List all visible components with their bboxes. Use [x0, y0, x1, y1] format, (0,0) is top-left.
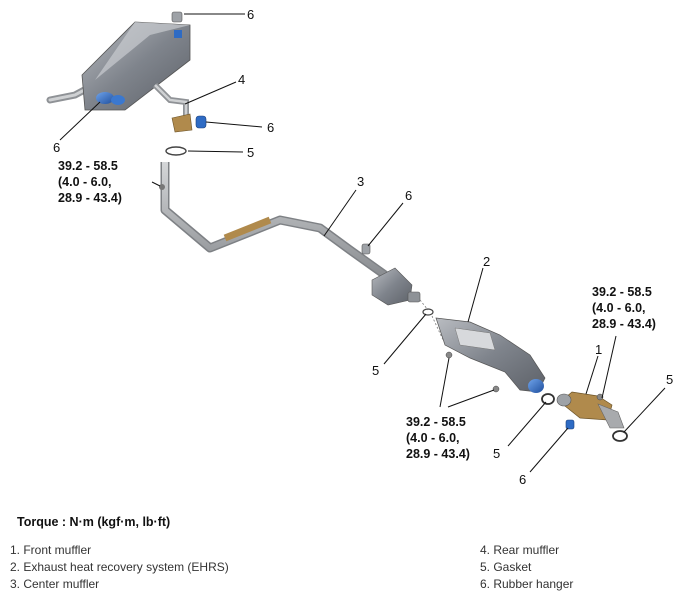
rubber-hanger-top [171, 11, 183, 38]
callout-2: 2 [483, 254, 490, 269]
legend-item-front-muffler: 1. Front muffler [10, 543, 92, 557]
svg-text:28.9 - 43.4): 28.9 - 43.4) [406, 447, 470, 461]
legend-item-center-muffler: 3. Center muffler [10, 577, 100, 591]
callout-6-rear: 6 [267, 120, 274, 135]
legend-item-rubber-hanger: 6. Rubber hanger [480, 577, 574, 591]
callout-5-right: 5 [666, 372, 673, 387]
callout-6-bottom: 6 [519, 472, 526, 487]
callout-5-bottom: 5 [493, 446, 500, 461]
torque-spec-right: 39.2 - 58.5 (4.0 - 6.0, 28.9 - 43.4) [592, 285, 656, 331]
svg-text:28.9 - 43.4): 28.9 - 43.4) [58, 191, 122, 205]
leader-lines [59, 13, 666, 473]
rubber-hanger-mid [361, 243, 371, 255]
svg-text:39.2 - 58.5: 39.2 - 58.5 [406, 415, 466, 429]
callout-3: 3 [357, 174, 364, 189]
front-muffler [556, 391, 625, 429]
svg-text:(4.0 - 6.0,: (4.0 - 6.0, [406, 431, 460, 445]
gasket-front-right [612, 430, 628, 442]
rear-muffler [46, 21, 193, 133]
exhaust-system-diagram: 6 4 6 6 5 3 6 2 1 5 5 5 6 39.2 - 58.5 (4… [46, 7, 673, 487]
svg-text:39.2 - 58.5: 39.2 - 58.5 [58, 159, 118, 173]
callout-5-left-mid: 5 [372, 363, 379, 378]
center-pipe [159, 162, 421, 306]
callout-4: 4 [238, 72, 245, 87]
legend-right-column: 4. Rear muffler 5. Gasket 6. Rubber hang… [480, 542, 573, 593]
legend-item-gasket: 5. Gasket [480, 560, 532, 574]
svg-text:(4.0 - 6.0,: (4.0 - 6.0, [592, 301, 646, 315]
legend-left-column: 1. Front muffler 2. Exhaust heat recover… [10, 542, 229, 593]
torque-unit-title: Torque : N·m (kgf·m, lb·ft) [17, 515, 171, 529]
callout-6-mid: 6 [405, 188, 412, 203]
callout-1: 1 [595, 342, 602, 357]
rubber-hanger-bottom [565, 419, 575, 430]
torque-spec-upper-left: 39.2 - 58.5 (4.0 - 6.0, 28.9 - 43.4) [58, 159, 122, 205]
svg-text:39.2 - 58.5: 39.2 - 58.5 [592, 285, 652, 299]
legend-item-rear-muffler: 4. Rear muffler [480, 543, 560, 557]
gasket-mid [422, 308, 434, 316]
ehrs-unit [435, 317, 546, 393]
svg-text:28.9 - 43.4): 28.9 - 43.4) [592, 317, 656, 331]
svg-text:(4.0 - 6.0,: (4.0 - 6.0, [58, 175, 112, 189]
callout-6-left: 6 [53, 140, 60, 155]
gasket-top [165, 146, 187, 156]
rubber-hanger-rear [195, 115, 207, 129]
callout-5-top: 5 [247, 145, 254, 160]
gasket-ehrs-front [541, 393, 555, 405]
legend-item-ehrs: 2. Exhaust heat recovery system (EHRS) [10, 560, 229, 574]
callout-6-top: 6 [247, 7, 254, 22]
torque-spec-center: 39.2 - 58.5 (4.0 - 6.0, 28.9 - 43.4) [406, 415, 470, 461]
